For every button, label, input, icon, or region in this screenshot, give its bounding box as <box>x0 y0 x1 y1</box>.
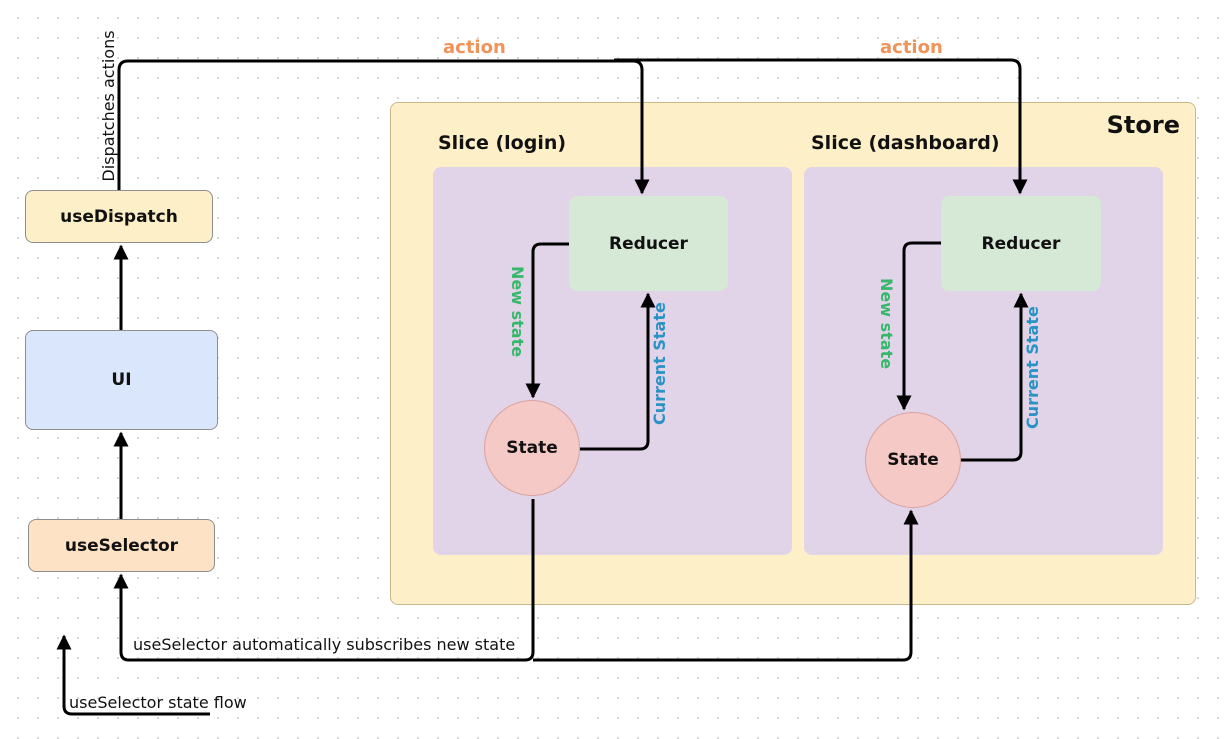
new-state-line-dashboard <box>896 241 941 411</box>
reducer-dashboard: Reducer <box>941 196 1101 291</box>
slice-login-title: Slice (login) <box>438 132 567 154</box>
legend-label: useSelector state flow <box>69 693 247 712</box>
subscribe-line-dashboard <box>533 509 919 662</box>
reducer-login: Reducer <box>569 196 728 291</box>
use-selector-box: useSelector <box>28 519 215 572</box>
new-state-line-login <box>525 242 569 399</box>
dispatches-actions-label: Dispatches actions <box>99 30 118 182</box>
action-label-login: action <box>443 37 506 58</box>
subscribe-line-login <box>113 499 535 662</box>
current-state-label-dashboard: Current State <box>1023 306 1042 429</box>
subscribes-label: useSelector automatically subscribes new… <box>133 635 516 654</box>
current-state-line-login <box>580 292 656 451</box>
current-state-line-dashboard <box>961 292 1029 462</box>
slice-dashboard-title: Slice (dashboard) <box>811 132 1000 154</box>
use-dispatch-box: useDispatch <box>25 190 213 243</box>
dispatch-action-line-login <box>117 59 650 195</box>
store-title: Store <box>1106 111 1180 139</box>
legend-line <box>56 634 210 716</box>
state-login: State <box>484 400 580 496</box>
current-state-label-login: Current State <box>650 302 669 425</box>
action-label-dashboard: action <box>880 37 943 58</box>
state-dashboard: State <box>865 412 961 508</box>
ui-box: UI <box>25 330 218 430</box>
new-state-label-login: New state <box>508 266 527 358</box>
new-state-label-dashboard: New state <box>877 278 896 370</box>
dispatch-action-line-dashboard <box>614 58 1028 195</box>
